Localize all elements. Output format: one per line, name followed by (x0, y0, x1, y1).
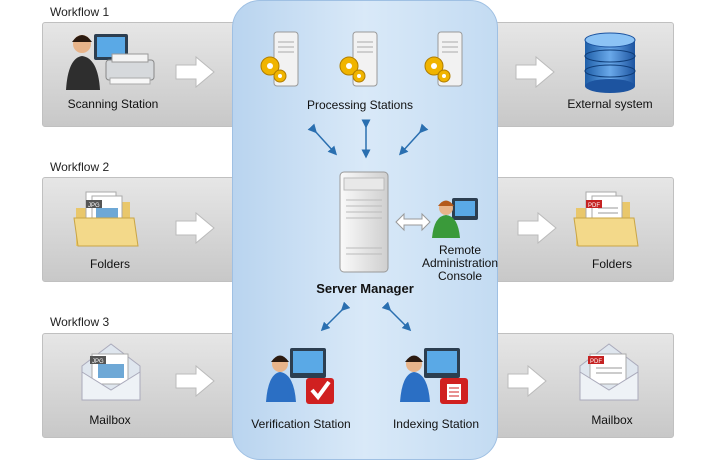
scanning-station-icon (66, 34, 155, 90)
pdf-tag: PDF (588, 203, 600, 209)
connector-arrows-top (307, 119, 429, 159)
indexing-station-label: Indexing Station (392, 417, 480, 431)
flow-arrow-icon (517, 211, 557, 245)
pdf-tag: PDF (590, 359, 602, 365)
server-manager-icon (339, 171, 389, 273)
double-arrow-icon (395, 212, 431, 232)
mailbox-icon: JPG (81, 343, 141, 401)
processing-server-icon (424, 31, 463, 87)
flow-arrow-icon (507, 364, 547, 398)
processing-server-icon (339, 31, 378, 87)
verification-station-icon (266, 348, 334, 404)
indexing-station-icon (400, 348, 468, 404)
scanning-station-label: Scanning Station (67, 97, 159, 111)
processing-stations-label: Processing Stations (306, 98, 414, 112)
server-manager-label: Server Manager (316, 281, 414, 296)
folders-target-label: Folders (591, 257, 632, 271)
workflow-1-title: Workflow 1 (50, 5, 110, 19)
database-icon (584, 32, 636, 93)
remote-console-label: Remote Administration Console (420, 244, 500, 283)
flow-arrow-icon (175, 55, 215, 89)
processing-server-icon (260, 31, 299, 87)
verification-station-label: Verification Station (251, 417, 351, 431)
mailbox-pdf-icon: PDF (579, 343, 639, 401)
remote-console-line1: Remote (438, 243, 482, 257)
flow-arrow-icon (175, 364, 215, 398)
remote-console-line3: Console (437, 269, 483, 283)
folder-pdf-icon: PDF (573, 191, 639, 247)
mailbox-target-label: Mailbox (591, 413, 633, 427)
remote-console-line2: Administration (421, 256, 499, 270)
remote-console-icon (432, 198, 478, 238)
connector-arrows-bottom (320, 301, 412, 332)
flow-arrow-icon (175, 211, 215, 245)
workflow-3-title: Workflow 3 (50, 315, 110, 329)
folder-icon: JPG (73, 191, 139, 247)
flow-arrow-icon (515, 55, 555, 89)
external-system-label: External system (567, 97, 653, 111)
mailbox-source-label: Mailbox (89, 413, 131, 427)
workflow-2-title: Workflow 2 (50, 160, 110, 174)
jpg-tag: JPG (92, 359, 104, 365)
folders-source-label: Folders (89, 257, 130, 271)
jpg-tag: JPG (88, 203, 100, 209)
